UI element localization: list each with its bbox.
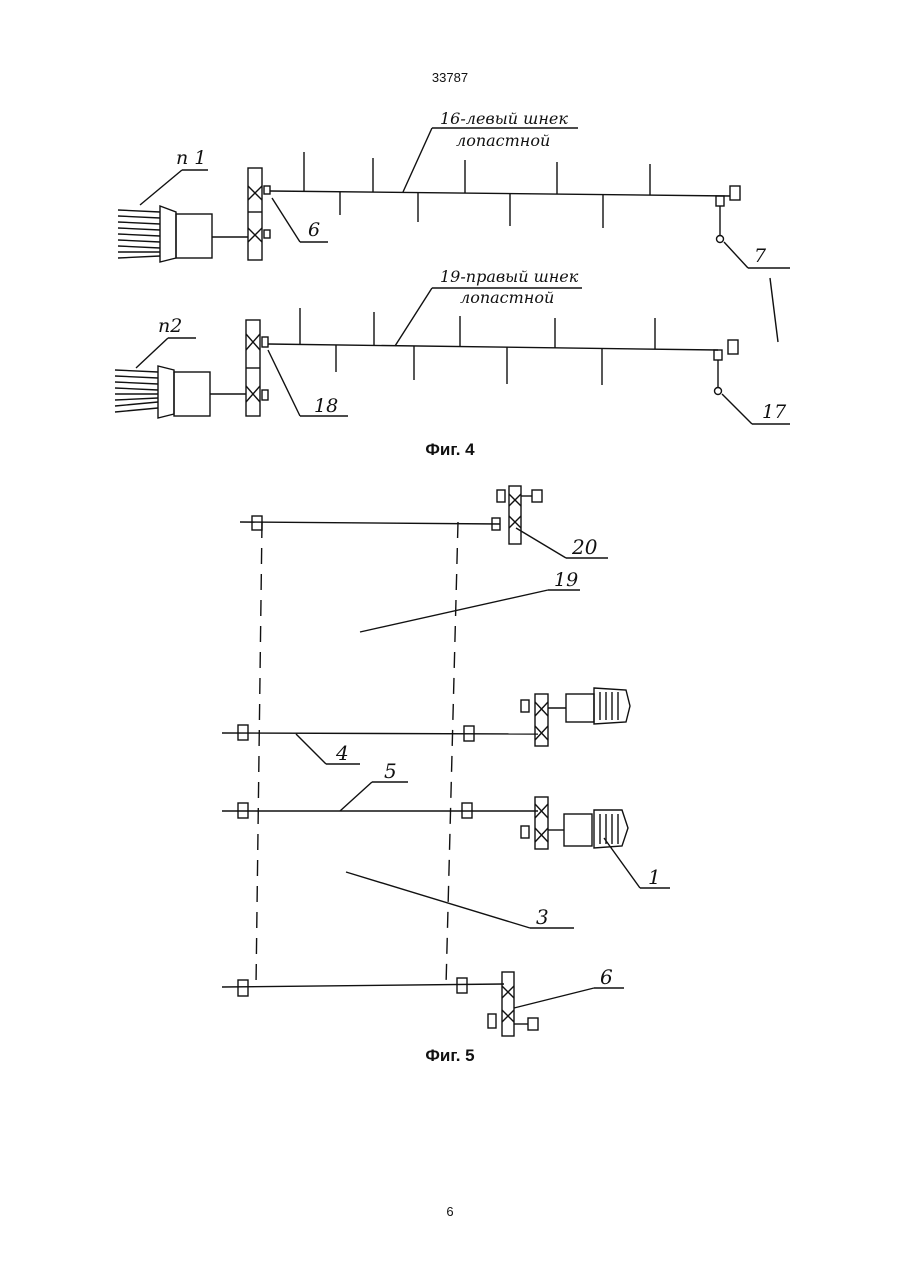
fig4-upper-motor [118,206,248,262]
fig4-caption: Фиг. 4 [0,440,900,460]
label-5: 5 [384,759,397,783]
label-n2: п2 [158,315,182,337]
label-auger19-line2: лопастной [460,288,554,307]
fig4-auger-16 [270,152,740,243]
fig4-lower-leaders [136,288,790,424]
label-n1: п 1 [176,147,206,169]
fig5-bottom-shaft [222,972,538,1036]
fig5-labels: 20 19 4 5 1 3 6 [335,535,661,989]
fig4-lower-motor [115,366,246,418]
label-4: 4 [335,741,349,765]
fig5-left-wall [256,522,262,986]
page-number: 6 [0,1204,900,1219]
label-6-fig5: 6 [600,965,613,989]
fig4-lower-gearbox [246,320,268,416]
label-20: 20 [571,535,598,559]
label-6-fig4: 6 [308,219,320,241]
fig4-labels: п 1 п2 16-левый шнек лопастной 19-правый… [158,109,787,423]
fig5-diagram [222,486,670,1036]
fig5-right-wall [446,522,458,986]
label-1: 1 [648,865,661,889]
fig4-auger-19 [268,308,738,395]
label-auger16-line2: лопастной [456,131,550,150]
fig5-shaft-5 [222,797,628,849]
label-auger16-line1: 16-левый шнек [440,109,568,128]
fig5-shaft-4 [222,688,630,746]
label-17: 17 [762,401,787,423]
fig4-upper-gearbox [248,168,270,260]
fig5-caption: Фиг. 5 [0,1046,900,1066]
fig5-top-shaft [240,486,542,544]
label-auger19-line1: 19-правый шнек [440,267,579,286]
label-3: 3 [536,905,549,929]
label-19-fig5: 19 [554,569,578,591]
label-18: 18 [314,395,338,417]
label-7: 7 [754,245,767,267]
fig5-leaders [296,528,670,1008]
